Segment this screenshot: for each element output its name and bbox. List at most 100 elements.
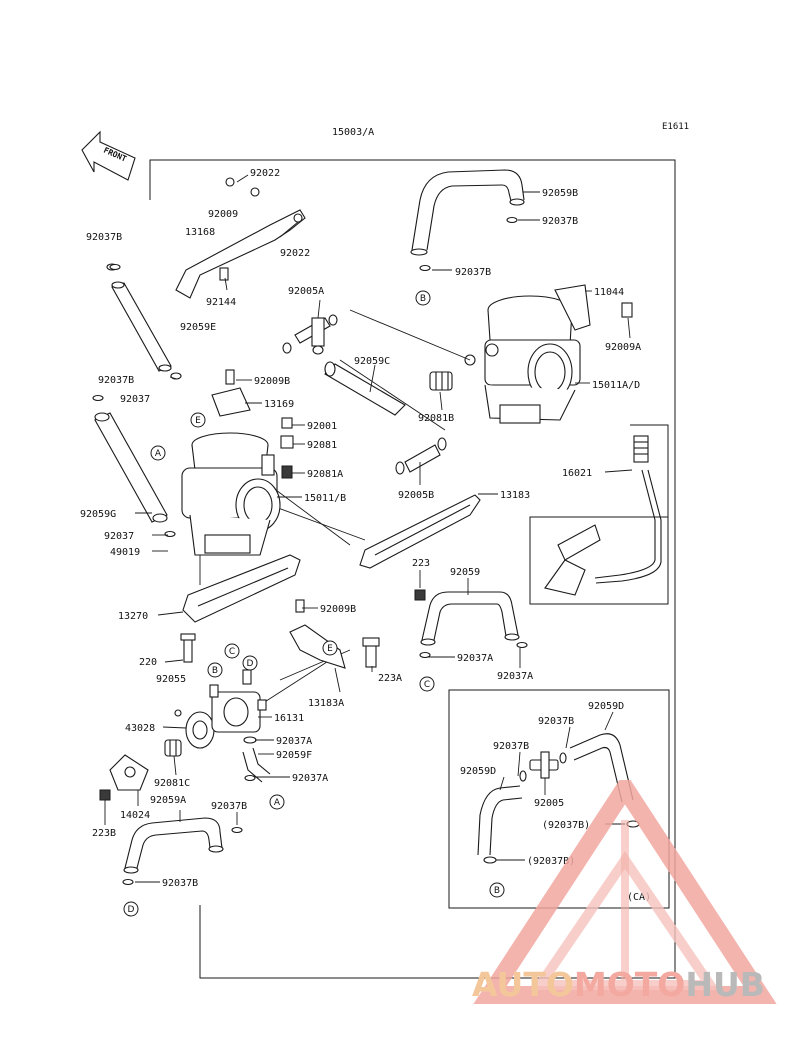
label-15011b: 15011/B bbox=[304, 493, 346, 504]
carburetor-15011ad bbox=[464, 284, 633, 424]
reference-callouts: A A B B B C C D D E E bbox=[123, 290, 505, 917]
label-223: 223 bbox=[412, 558, 430, 569]
diagram-code: E1611 bbox=[662, 122, 689, 132]
label-92059d-upper: 92059D bbox=[588, 701, 624, 712]
watermark-hub: HUB bbox=[685, 965, 765, 1004]
svg-text:D: D bbox=[247, 659, 254, 669]
svg-text:A: A bbox=[155, 449, 162, 459]
screw-220 bbox=[180, 633, 196, 663]
label-92005a: 92005A bbox=[288, 286, 324, 297]
label-92059a: 92059A bbox=[150, 795, 186, 806]
svg-text:C: C bbox=[229, 647, 235, 657]
callout-a-lower: A bbox=[269, 794, 285, 810]
hose-92059c bbox=[324, 361, 406, 416]
label-220: 220 bbox=[139, 657, 157, 668]
callout-a-upper: A bbox=[150, 445, 166, 461]
callout-e-left: E bbox=[190, 412, 206, 428]
label-13183: 13183 bbox=[500, 490, 530, 501]
label-92009b-lower: 92009B bbox=[320, 604, 356, 615]
svg-text:E: E bbox=[195, 416, 201, 426]
bracket-13169 bbox=[211, 369, 251, 417]
svg-text:B: B bbox=[494, 886, 500, 896]
label-92037: 92037 bbox=[120, 394, 150, 405]
label-92037b-ca-2: 92037B bbox=[493, 741, 529, 752]
hose-92059b bbox=[410, 169, 525, 256]
label-92037b-left: 92037B bbox=[86, 232, 122, 243]
front-arrow-icon: FRONT bbox=[81, 130, 136, 181]
callout-e-bracket: E bbox=[322, 640, 338, 656]
watermark-moto: MOTO bbox=[573, 965, 686, 1004]
choke-cable-16021 bbox=[544, 435, 662, 596]
label-92037b-ca-4: (92037B) bbox=[527, 856, 575, 867]
assembly-code: 15003/A bbox=[332, 127, 374, 138]
label-92022-top: 92022 bbox=[250, 168, 280, 179]
label-13270: 13270 bbox=[118, 611, 148, 622]
bracket-13183a bbox=[289, 599, 346, 669]
label-13169: 13169 bbox=[264, 399, 294, 410]
label-223a: 223A bbox=[378, 673, 402, 684]
carburetor-15011b bbox=[181, 432, 281, 556]
screws-92001-92081 bbox=[280, 417, 294, 479]
label-92144: 92144 bbox=[206, 297, 236, 308]
label-92059c: 92059C bbox=[354, 356, 390, 367]
label-43028: 43028 bbox=[125, 723, 155, 734]
callout-b-pump: B bbox=[207, 662, 223, 678]
hose-92059d-upper bbox=[569, 733, 634, 803]
label-92055: 92055 bbox=[156, 674, 186, 685]
label-92022: 92022 bbox=[280, 248, 310, 259]
watermark-logo-icon bbox=[473, 780, 777, 1004]
cover-14024 bbox=[99, 754, 149, 801]
label-15011ad: 15011A/D bbox=[592, 380, 640, 391]
label-92081c: 92081C bbox=[154, 778, 190, 789]
label-13183a: 13183A bbox=[308, 698, 344, 709]
label-92037b-ca-1: 92037B bbox=[538, 716, 574, 727]
jet-92081c bbox=[164, 739, 182, 757]
label-92037a-pump: 92037A bbox=[276, 736, 312, 747]
watermark-brand: AUTOMOTOHUB bbox=[472, 965, 765, 1004]
label-92001: 92001 bbox=[307, 421, 337, 432]
label-92037b-low: 92037B bbox=[98, 375, 134, 386]
label-92037a-right: 92037A bbox=[497, 671, 533, 682]
label-92005b: 92005B bbox=[398, 490, 434, 501]
label-16131: 16131 bbox=[274, 713, 304, 724]
label-92081b: 92081B bbox=[418, 413, 454, 424]
fitting-92005b bbox=[395, 437, 447, 475]
label-92037b-bottom-right: 92037B bbox=[211, 801, 247, 812]
bracket-13168 bbox=[175, 177, 306, 299]
callout-b-ca: B bbox=[489, 882, 505, 898]
svg-text:E: E bbox=[327, 644, 333, 654]
label-13168: 13168 bbox=[185, 227, 215, 238]
svg-text:B: B bbox=[212, 666, 218, 676]
label-16021: 16021 bbox=[562, 468, 592, 479]
label-92009: 92009 bbox=[208, 209, 238, 220]
clamps bbox=[92, 216, 640, 886]
screw-223a bbox=[362, 637, 380, 668]
label-92037-left: 92037 bbox=[104, 531, 134, 542]
label-92059e: 92059E bbox=[180, 322, 216, 333]
screw-223 bbox=[414, 589, 426, 601]
callout-d-bottom: D bbox=[123, 901, 139, 917]
label-92037b-ca-3: (92037B) bbox=[542, 820, 590, 831]
label-92037b-top: 92037B bbox=[542, 216, 578, 227]
svg-text:D: D bbox=[128, 905, 135, 915]
jet-92081b bbox=[429, 371, 453, 391]
label-92009a: 92009A bbox=[605, 342, 641, 353]
callout-c-pump: C bbox=[224, 643, 240, 659]
label-92037b-bottom: 92037B bbox=[162, 878, 198, 889]
hose-92059a bbox=[123, 817, 224, 874]
svg-text:C: C bbox=[424, 680, 430, 690]
hose-92059 bbox=[420, 591, 520, 646]
label-92059d-lower: 92059D bbox=[460, 766, 496, 777]
hose-92059g bbox=[94, 412, 168, 523]
label-92059: 92059 bbox=[450, 567, 480, 578]
label-92081a: 92081A bbox=[307, 469, 343, 480]
hose-92059e bbox=[106, 263, 182, 380]
callout-b-top: B bbox=[415, 290, 431, 306]
label-92037a-center: 92037A bbox=[457, 653, 493, 664]
label-92037b-mid: 92037B bbox=[455, 267, 491, 278]
label-92009b: 92009B bbox=[254, 376, 290, 387]
label-11044: 11044 bbox=[594, 287, 624, 298]
callout-c-hose: C bbox=[419, 676, 435, 692]
hose-92059f bbox=[242, 736, 271, 783]
